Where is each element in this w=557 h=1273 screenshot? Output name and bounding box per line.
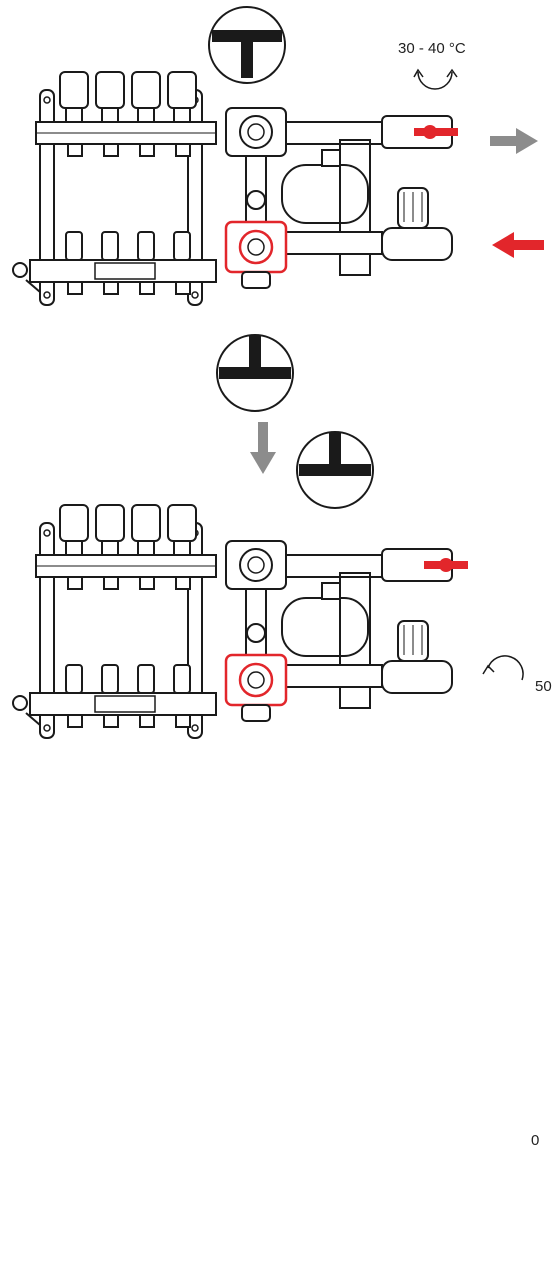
down-arrow-gray-2 [250, 422, 276, 474]
rotate-right-icon-mid [482, 655, 524, 681]
rotate-both-icon [413, 68, 458, 90]
step-1-group [11, 6, 544, 412]
unit-1 [11, 70, 458, 307]
temperature-label: 30 - 40 °C [398, 40, 466, 57]
unit-2 [11, 503, 468, 740]
flow-in-arrow [492, 232, 544, 258]
flow-out-arrow [490, 128, 538, 154]
step-2-group [11, 422, 524, 740]
setting-low-label: 0 [531, 1132, 540, 1149]
setting-mid-label: 50 [535, 678, 552, 695]
